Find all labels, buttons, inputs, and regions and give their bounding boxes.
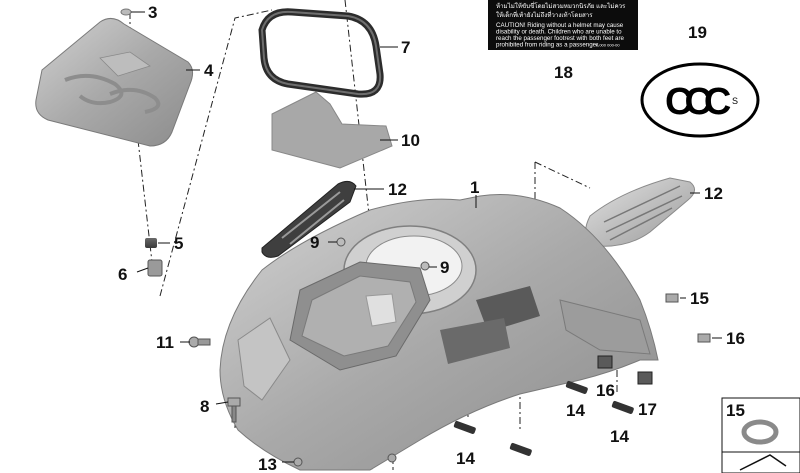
callout-9-right: 9 xyxy=(440,258,449,277)
callout-1: 1 xyxy=(470,178,479,197)
label-english-line-4: prohibited from riding as a passenger. xyxy=(496,42,600,49)
part-17-box xyxy=(721,397,800,473)
part-12-left-vent xyxy=(261,180,357,258)
part-12-right-vent xyxy=(585,177,695,247)
callout-14-middle: 14 xyxy=(566,401,585,420)
label-english-line-1: CAUTION! Riding without a helmet may cau… xyxy=(496,22,624,29)
part-7-gasket xyxy=(258,8,384,98)
callout-8: 8 xyxy=(200,397,209,416)
callout-12-right: 12 xyxy=(704,184,723,203)
callout-13: 13 xyxy=(258,455,277,473)
callout-18: 18 xyxy=(554,63,573,82)
part-3-washer xyxy=(120,8,132,16)
callout-11: 11 xyxy=(156,333,174,352)
callout-7: 7 xyxy=(401,38,410,57)
callout-14-left: 14 xyxy=(456,449,475,468)
callout-6: 6 xyxy=(118,265,127,284)
callout-9-left: 9 xyxy=(310,233,319,252)
callout-4: 4 xyxy=(204,61,214,80)
label-thai-line-1: ห้ามไม่ให้ขับขี่โดยไม่สวมหมวกนิรภัย และไ… xyxy=(496,2,626,10)
callout-17: 15 xyxy=(726,401,745,420)
part-1-tank-cover xyxy=(219,194,659,471)
callout-15-top: 15 xyxy=(690,289,709,308)
part-4-cover xyxy=(35,18,194,147)
label-thai-line-2: ให้เด็กที่เท้ายังไม่ถึงที่วางเท้าโดยสาร xyxy=(496,10,593,19)
ccc-letters: CCC xyxy=(665,81,731,123)
callout-5: 5 xyxy=(174,234,183,253)
callout-16-right: 17 xyxy=(638,400,657,419)
callout-numbers: 3 4 5 6 7 10 12 1 9 9 12 15 16 11 8 13 1… xyxy=(118,3,745,473)
label-english-line-2: disability or death. Children who are un… xyxy=(496,29,622,36)
part-19-ccc-mark: CCC S xyxy=(640,62,760,138)
ccc-sub: S xyxy=(732,96,738,106)
callout-10: 10 xyxy=(401,131,420,150)
callout-14-right: 14 xyxy=(610,427,629,446)
callout-12-left: 12 xyxy=(388,180,407,199)
label-english-line-3: reach the passenger footrest with both f… xyxy=(496,35,625,42)
hardware-parts xyxy=(145,237,711,467)
part-18-warning-label: ห้ามไม่ให้ขับขี่โดยไม่สวมหมวกนิรภัย และไ… xyxy=(488,0,638,50)
callout-3: 3 xyxy=(148,3,157,22)
callout-16-left: 16 xyxy=(596,381,615,400)
callout-15-bottom: 16 xyxy=(726,329,745,348)
label-part-code: 0 000 000-00 xyxy=(596,43,620,48)
part-10-pad xyxy=(271,91,393,169)
callout-19: 19 xyxy=(688,23,707,42)
leader-lines xyxy=(131,11,722,463)
